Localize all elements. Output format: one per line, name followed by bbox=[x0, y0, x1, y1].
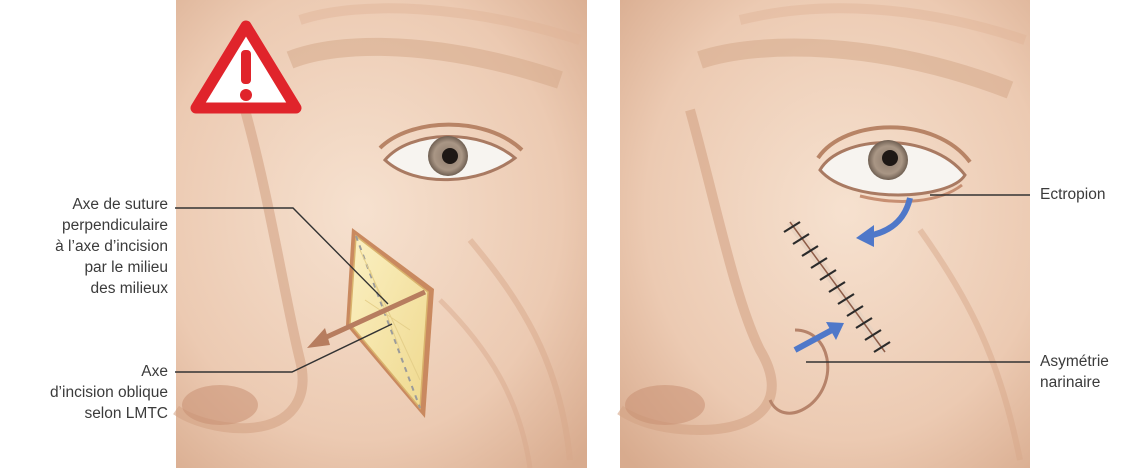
left-pupil bbox=[442, 148, 458, 164]
label-suture-axis: Axe de suture perpendiculaire à l’axe d’… bbox=[0, 194, 168, 299]
left-nostril bbox=[182, 385, 258, 425]
left-face-panel bbox=[175, 0, 587, 468]
right-face-panel bbox=[620, 0, 1030, 468]
label-incision-axis-line-1: Axe bbox=[0, 361, 168, 382]
label-suture-axis-line-1: Axe de suture bbox=[0, 194, 168, 215]
label-asymmetry-line-1: Asymétrie bbox=[1040, 351, 1144, 372]
label-suture-axis-line-3: à l’axe d’incision bbox=[0, 236, 168, 257]
label-incision-axis-line-3: selon LMTC bbox=[0, 403, 168, 424]
label-suture-axis-line-5: des milieux bbox=[0, 278, 168, 299]
label-incision-axis-line-2: d’incision oblique bbox=[0, 382, 168, 403]
right-nostril bbox=[625, 385, 705, 425]
label-incision-axis: Axe d’incision oblique selon LMTC bbox=[0, 361, 168, 424]
label-suture-axis-line-4: par le milieu bbox=[0, 257, 168, 278]
label-suture-axis-line-2: perpendiculaire bbox=[0, 215, 168, 236]
right-pupil bbox=[882, 150, 898, 166]
label-ectropion-text: Ectropion bbox=[1040, 184, 1144, 205]
label-ectropion: Ectropion bbox=[1040, 184, 1144, 205]
label-asymmetry-line-2: narinaire bbox=[1040, 372, 1144, 393]
label-asymmetry: Asymétrie narinaire bbox=[1040, 351, 1144, 393]
